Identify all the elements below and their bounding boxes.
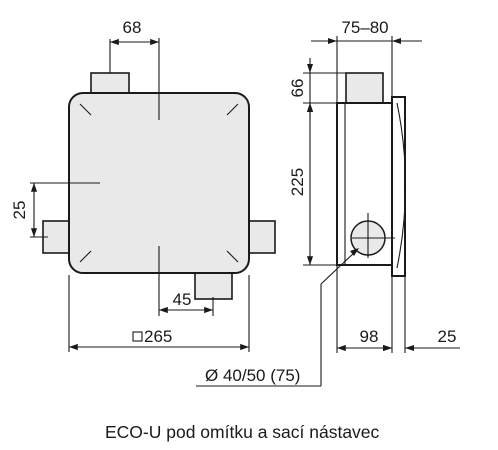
square-symbol <box>132 331 143 342</box>
front-bottom-pipe <box>194 269 233 300</box>
dim-225-label: 225 <box>288 168 307 196</box>
arrow <box>405 345 414 351</box>
side-view: 75–80 66 225 98 25 Ø 40/50 (75) <box>196 18 460 387</box>
corner-mark <box>226 250 239 263</box>
arrow <box>307 64 313 73</box>
dim-75-80-label: 75–80 <box>341 18 388 37</box>
arrow <box>392 38 401 44</box>
dim-45-label: 45 <box>173 290 192 309</box>
dim-25-left-label: 25 <box>10 201 29 220</box>
front-view: 68 25 45 265 <box>10 18 276 352</box>
side-plate-curve <box>396 102 406 269</box>
dim-98-label: 98 <box>360 327 379 346</box>
dim-265-label: 265 <box>144 327 172 346</box>
leader-diag <box>320 250 357 285</box>
arrow <box>383 345 392 351</box>
arrow <box>328 38 337 44</box>
dim-25-right-label: 25 <box>438 327 457 346</box>
corner-mark <box>79 250 92 263</box>
caption: ECO-U pod omítku a sací nástavec <box>105 422 380 442</box>
side-front-plate <box>391 96 406 277</box>
corner-mark <box>226 103 239 116</box>
side-top-pipe <box>345 72 384 104</box>
dim-66-label: 66 <box>288 79 307 98</box>
arrow <box>350 248 359 256</box>
dim-68-label: 68 <box>123 18 142 37</box>
corner-mark <box>79 103 92 116</box>
diameter-label: Ø 40/50 (75) <box>205 366 300 385</box>
front-top-pipe <box>90 72 130 96</box>
